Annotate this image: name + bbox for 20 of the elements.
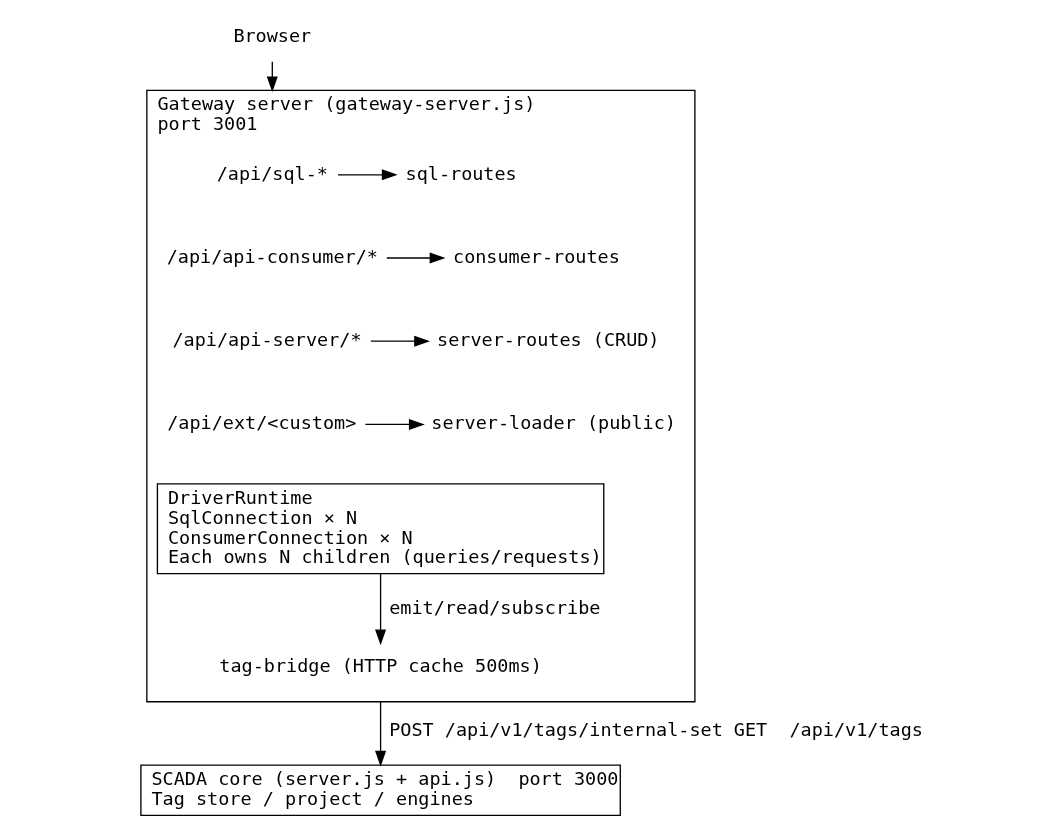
node-text: server-routes (CRUD) xyxy=(437,329,660,351)
node-text: Browser xyxy=(233,25,312,47)
node-text: sql-routes xyxy=(405,162,517,184)
arrow xyxy=(337,169,398,181)
node-box: DriverRuntime SqlConnection × N ConsumerConnection × N Each owns N children (queries/requests) xyxy=(156,483,605,575)
node-text: consumer-routes xyxy=(453,245,620,267)
edge-label: POST /api/v1/tags/internal-set GET /api/v1/tags xyxy=(389,718,923,740)
arrow xyxy=(386,252,446,264)
node-box: SCADA core (server.js + api.js) port 3000 Tag store / project / engines xyxy=(140,764,621,816)
node-text: server-loader (public) xyxy=(431,412,676,434)
node-text: /api/api-consumer/* xyxy=(166,245,378,267)
arrow xyxy=(375,701,387,767)
node-text: /api/ext/<custom> xyxy=(167,412,357,434)
arrow xyxy=(375,573,387,646)
arrow xyxy=(370,335,431,347)
arrow xyxy=(364,418,425,430)
node-text: tag-bridge (HTTP cache 500ms) xyxy=(219,655,542,677)
node-text: /api/sql-* xyxy=(216,162,328,184)
node-text: /api/api-server/* xyxy=(172,329,362,351)
edge-label: emit/read/subscribe xyxy=(389,597,601,619)
